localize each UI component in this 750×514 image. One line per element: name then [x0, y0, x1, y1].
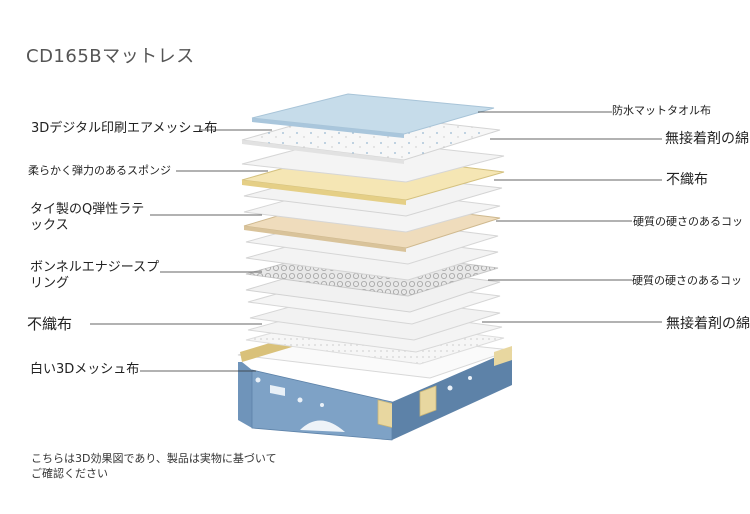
label-waterproof-towel: 防水マットタオル布 — [612, 104, 711, 117]
label-3d-print-mesh: 3Dデジタル印刷エアメッシュ布 — [31, 121, 218, 136]
label-nonwoven-left: 不織布 — [27, 315, 73, 333]
footnote: こちらは3D効果図であり、製品は実物に基づいて ご確認ください — [31, 452, 277, 480]
leader-lines-right — [478, 111, 662, 323]
label-cotton-top: 無接着剤の綿 — [665, 131, 749, 147]
leader-lines-left — [90, 129, 272, 372]
label-coir-top: 硬質の硬さのあるコッ — [633, 215, 743, 228]
label-bonnell-spring: ボンネルエナジースプ リング — [30, 260, 160, 291]
label-nonwoven-right: 不織布 — [666, 172, 708, 188]
label-cotton-bottom: 無接着剤の綿 — [666, 316, 750, 332]
label-coir-bottom: 硬質の硬さのあるコッ — [632, 274, 742, 287]
base-side-panel — [392, 350, 512, 440]
base-left-block — [238, 362, 252, 428]
label-thai-latex: タイ製のQ弾性ラテ ックス — [30, 202, 145, 233]
label-white-mesh: 白い3Dメッシュ布 — [30, 362, 140, 377]
layer-stack — [241, 93, 505, 353]
label-soft-sponge: 柔らかく弾力のあるスポンジ — [28, 164, 171, 177]
page-title: CD165Bマットレス — [26, 46, 195, 67]
